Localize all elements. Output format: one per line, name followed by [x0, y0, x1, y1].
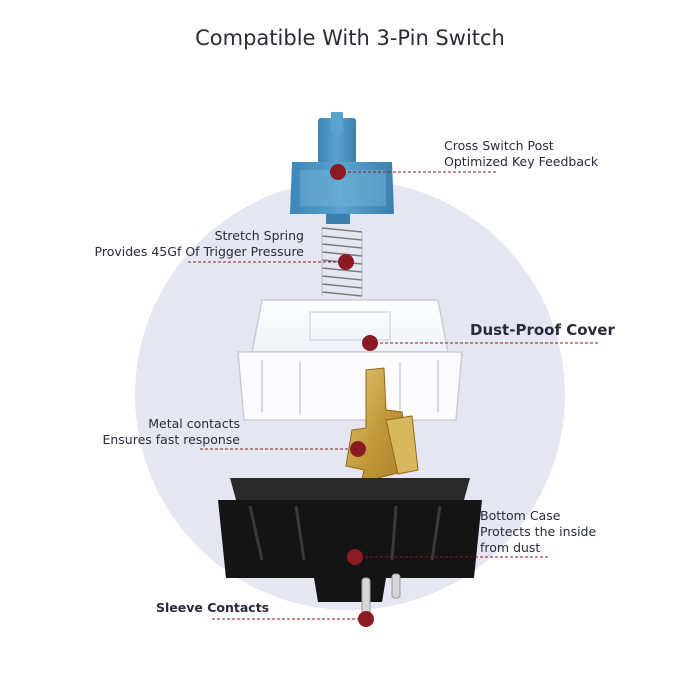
sleeve-contacts [361, 573, 401, 621]
label-bottom: Bottom Case Protects the inside from dus… [480, 508, 596, 556]
label-metal-line1: Metal contacts [148, 416, 240, 431]
label-spring-line1: Stretch Spring [214, 228, 304, 243]
label-bottom-line1: Bottom Case [480, 508, 561, 523]
marker-bottom [347, 549, 363, 565]
label-spring: Stretch Spring Provides 45Gf Of Trigger … [95, 228, 304, 260]
leader-lines [188, 171, 600, 620]
cross-switch-post [290, 112, 394, 224]
diagram-title: Compatible With 3-Pin Switch [195, 26, 505, 50]
marker-sleeve [358, 611, 374, 627]
label-metal-line2: Ensures fast response [102, 432, 240, 447]
marker-spring [338, 254, 354, 270]
label-sleeve: Sleeve Contacts [156, 600, 269, 616]
label-cover-line1: Dust-Proof Cover [470, 321, 615, 339]
marker-metal [350, 441, 366, 457]
label-metal: Metal contacts Ensures fast response [102, 416, 240, 448]
label-cross-post-line1: Cross Switch Post [444, 138, 554, 153]
dust-proof-cover [237, 299, 463, 421]
marker-cross-post [330, 164, 346, 180]
label-sleeve-line1: Sleeve Contacts [156, 600, 270, 615]
metal-contacts [345, 367, 419, 501]
marker-cover [362, 335, 378, 351]
label-spring-line2: Provides 45Gf Of Trigger Pressure [94, 244, 304, 259]
label-bottom-line2: Protects the inside [480, 524, 597, 539]
bottom-case [218, 478, 482, 602]
label-cross-post: Cross Switch Post Optimized Key Feedback [444, 138, 598, 170]
label-bottom-line3: from dust [480, 540, 541, 555]
label-cover: Dust-Proof Cover [470, 322, 615, 338]
label-cross-post-line2: Optimized Key Feedback [444, 154, 599, 169]
